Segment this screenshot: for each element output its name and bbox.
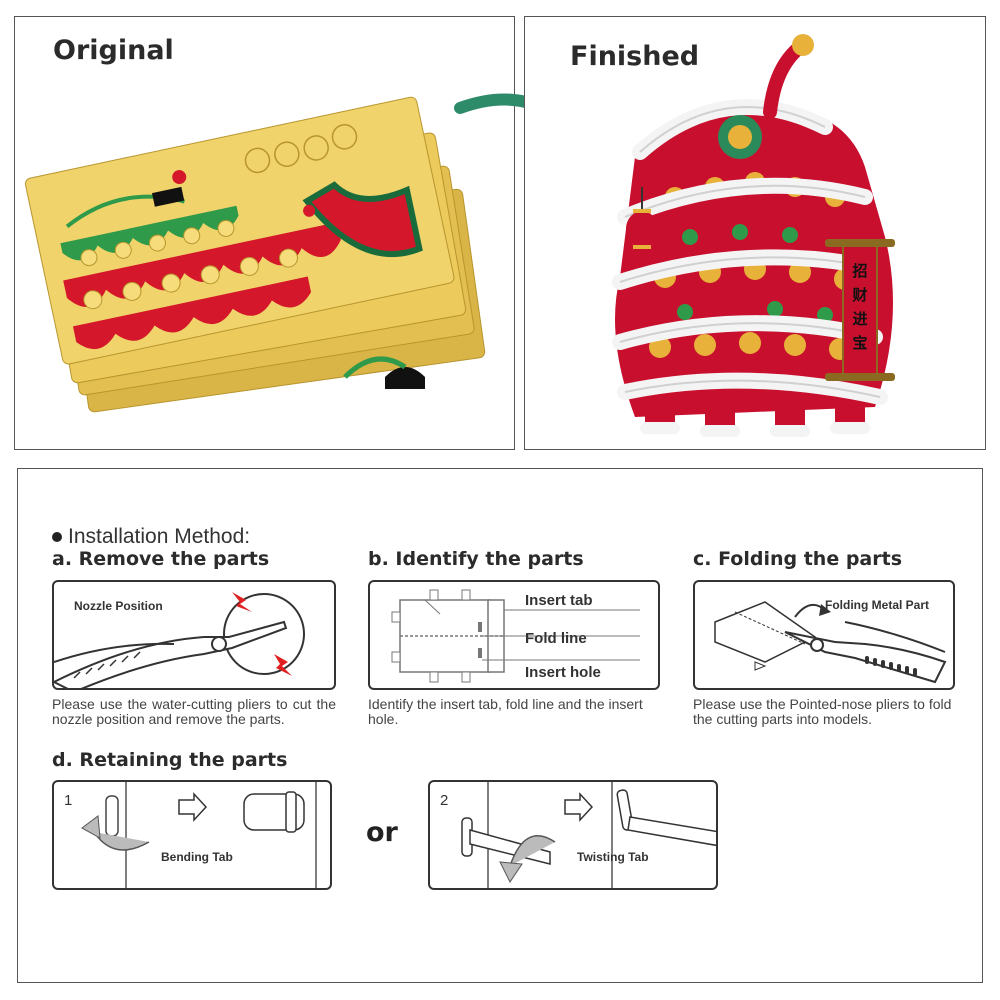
installation-heading-row: Installation Method: (52, 525, 250, 549)
bending-tab-icon (81, 782, 317, 888)
folding-metal-part-label: Folding Metal Part (825, 598, 930, 612)
step1-diagram: 1 Bending Tab (52, 780, 332, 890)
bending-tab-label: Bending Tab (161, 850, 233, 864)
section-a-description: Please use the water-cutting pliers to c… (52, 696, 336, 727)
step2-diagram: 2 Twisting Tab (428, 780, 718, 890)
section-a-title: a. Remove the parts (52, 548, 270, 570)
twisting-tab-label: Twisting Tab (577, 850, 649, 864)
original-title: Original (53, 35, 174, 66)
section-d-title: d. Retaining the parts (52, 749, 288, 771)
section-c-diagram: Folding Metal Part (693, 580, 955, 690)
section-a-diagram: Nozzle Position (52, 580, 336, 690)
metal-sheets-image (24, 96, 486, 413)
finished-title: Finished (570, 41, 700, 72)
insert-hole-label: Insert hole (525, 664, 601, 681)
installation-heading: Installation Method: (68, 525, 251, 548)
finished-panel: Finished (524, 16, 986, 450)
bullet-icon (52, 532, 62, 543)
section-c-description: Please use the Pointed-nose pliers to fo… (693, 696, 952, 727)
twisting-tab-icon (461, 782, 716, 888)
water-cutting-pliers-icon (54, 592, 305, 688)
section-b-description: Identify the insert tab, fold line and t… (368, 696, 643, 727)
pointed-nose-pliers-icon (714, 601, 947, 684)
step1-number: 1 (64, 792, 73, 809)
section-b-diagram: Insert tab Fold line Insert hole (368, 580, 660, 690)
nozzle-position-label: Nozzle Position (74, 599, 163, 613)
fold-line-label: Fold line (525, 630, 587, 647)
banner-text: 招财进宝 (852, 262, 868, 352)
or-label: or (366, 817, 398, 848)
section-b-title: b. Identify the parts (368, 548, 584, 570)
insert-tab-label: Insert tab (525, 592, 593, 609)
section-c-title: c. Folding the parts (693, 548, 903, 570)
step2-number: 2 (440, 792, 449, 809)
lion-model-image (612, 34, 895, 437)
original-panel: Original (14, 16, 515, 450)
installation-panel: Installation Method: a. Remove the parts… (17, 468, 983, 983)
part-outline-icon (391, 589, 640, 683)
